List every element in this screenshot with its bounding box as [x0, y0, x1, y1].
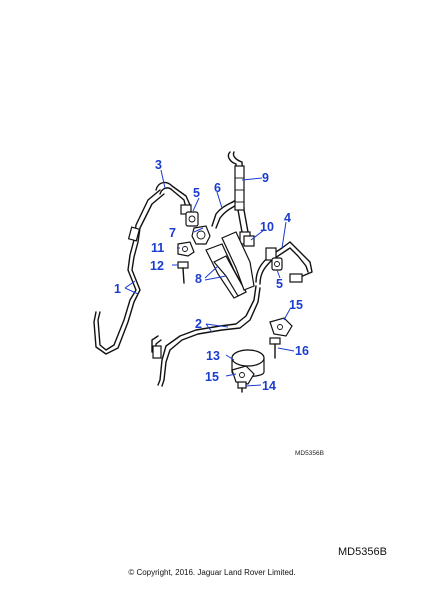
screw-12 — [177, 261, 189, 284]
callout-10: 10 — [260, 220, 274, 234]
nut-5-left — [185, 211, 199, 227]
callout-5-left: 5 — [193, 186, 200, 200]
hose-9 — [227, 151, 251, 245]
pipe-1 — [93, 189, 165, 355]
pipe-4 — [255, 241, 313, 285]
callout-1: 1 — [114, 282, 121, 296]
callout-3: 3 — [155, 158, 162, 172]
pipe-2 — [151, 285, 261, 387]
screw-16 — [269, 337, 281, 359]
callout-12: 12 — [150, 259, 164, 273]
hose-6 — [211, 199, 239, 229]
nut-10 — [243, 235, 255, 247]
diagram-reference-small: MD5356B — [295, 450, 324, 457]
bolt-14 — [237, 381, 247, 393]
bracket-15-lower — [231, 365, 255, 385]
callout-2: 2 — [195, 317, 202, 331]
callout-15-lower: 15 — [205, 370, 219, 384]
callout-5-right: 5 — [276, 277, 283, 291]
leader-lines — [124, 169, 295, 387]
callout-13: 13 — [206, 349, 220, 363]
callout-7: 7 — [169, 226, 176, 240]
callout-15-upper: 15 — [289, 298, 303, 312]
callout-9: 9 — [262, 171, 269, 185]
callout-11: 11 — [151, 241, 164, 255]
diagram-reference-code: MD5356B — [338, 546, 387, 558]
callout-4: 4 — [284, 211, 291, 225]
bracket-15-upper — [269, 317, 293, 337]
nut-5-right — [271, 257, 283, 271]
callout-8: 8 — [195, 272, 202, 286]
pipe-3-bend — [155, 181, 192, 215]
hose-8 — [205, 231, 255, 299]
clip-11 — [177, 241, 195, 257]
callout-14: 14 — [262, 379, 276, 393]
callout-6: 6 — [214, 181, 221, 195]
copyright-notice: © Copyright, 2016. Jaguar Land Rover Lim… — [128, 568, 296, 577]
callout-16: 16 — [295, 344, 309, 358]
